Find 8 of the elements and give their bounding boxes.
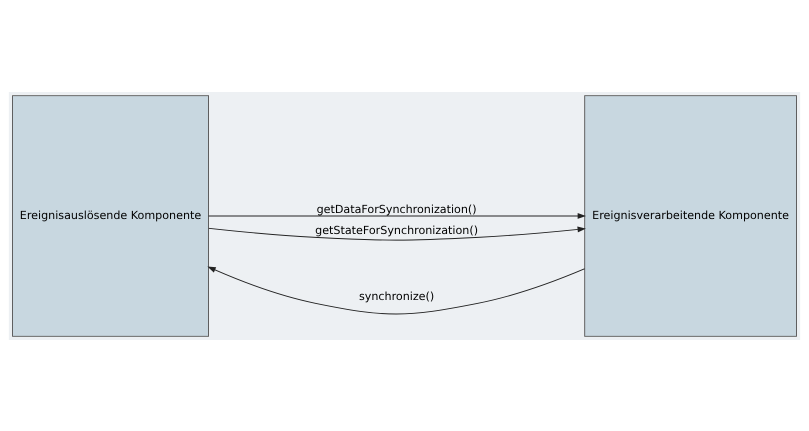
arrow [208, 226, 586, 240]
node-box: Ereignisverarbeitende Komponente [584, 94, 797, 336]
arrow [207, 266, 585, 314]
node-box: Ereignisauslösende Komponente [12, 94, 209, 336]
arrow [208, 212, 586, 218]
edge-label: getDataForSynchronization() [316, 202, 477, 216]
edge-label: getStateForSynchronization() [315, 224, 478, 237]
edge-label: synchronize() [358, 290, 434, 303]
